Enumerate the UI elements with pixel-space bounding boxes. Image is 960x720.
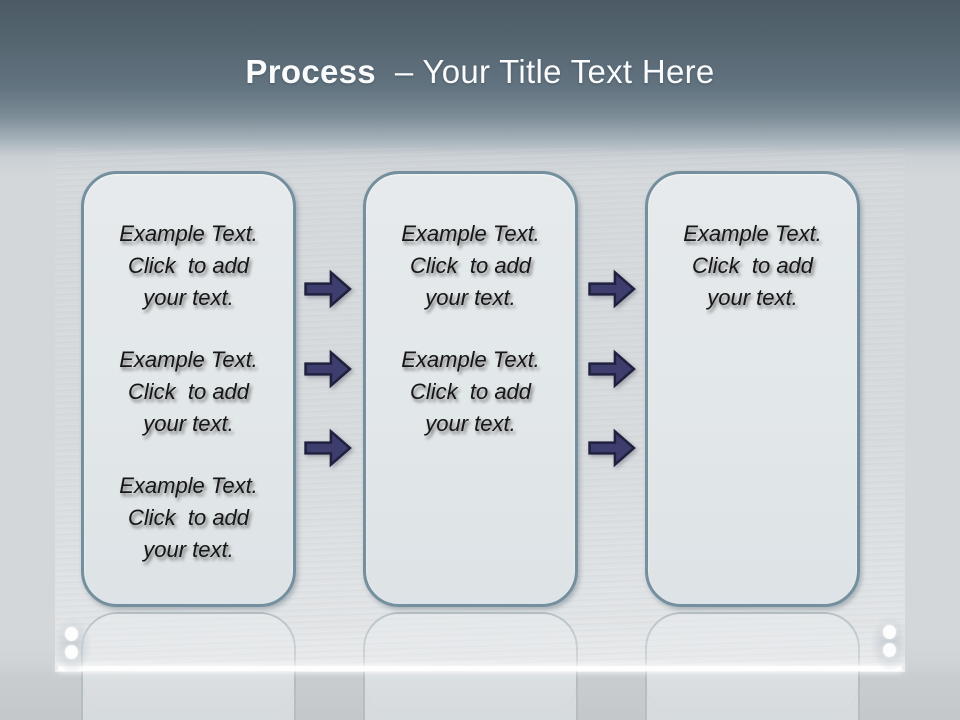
slide-title[interactable]: Process – Your Title Text Here [0,52,960,92]
screw-highlight-icon [65,645,78,659]
process-step-box-1[interactable]: Example Text. Click to add your text. Ex… [81,171,296,607]
right-arrow-icon [303,269,353,309]
screw-hole-left [53,618,91,672]
screw-highlight-icon [65,627,78,641]
right-arrow-shape [588,349,636,389]
process-step-3-content: Example Text. Click to add your text. [648,174,857,314]
screw-highlight-icon [883,643,896,657]
screw-hole-right [871,616,909,670]
shelf-edge [58,666,902,671]
right-arrow-icon [587,428,637,468]
right-arrow-shape [304,269,352,309]
right-arrow-icon [587,349,637,389]
box-reflection [645,612,860,718]
right-arrow-shape [304,428,352,468]
box-reflection-tail [645,672,860,720]
text-placeholder[interactable]: Example Text. Click to add your text. [119,473,258,562]
text-placeholder[interactable]: Example Text. Click to add your text. [119,221,258,310]
slide-title-separator: – [375,53,423,90]
text-placeholder[interactable]: Example Text. Click to add your text. [401,221,540,310]
process-step-box-3[interactable]: Example Text. Click to add your text. [645,171,860,607]
process-step-box-2[interactable]: Example Text. Click to add your text. Ex… [363,171,578,607]
slide-title-placeholder: Your Title Text Here [422,53,715,90]
slide-title-keyword: Process [245,53,376,90]
right-arrow-icon [587,269,637,309]
process-step-1-content: Example Text. Click to add your text. Ex… [84,174,293,566]
text-placeholder[interactable]: Example Text. Click to add your text. [401,347,540,436]
process-step-2-content: Example Text. Click to add your text. Ex… [366,174,575,440]
box-reflection-tail [363,672,578,720]
right-arrow-shape [588,269,636,309]
text-placeholder[interactable]: Example Text. Click to add your text. [119,347,258,436]
box-reflection [363,612,578,718]
right-arrow-shape [304,349,352,389]
box-reflection [81,612,296,718]
box-reflection-tail [81,672,296,720]
screw-highlight-icon [883,625,896,639]
right-arrow-shape [588,428,636,468]
right-arrow-icon [303,349,353,389]
text-placeholder[interactable]: Example Text. Click to add your text. [683,221,822,310]
right-arrow-icon [303,428,353,468]
